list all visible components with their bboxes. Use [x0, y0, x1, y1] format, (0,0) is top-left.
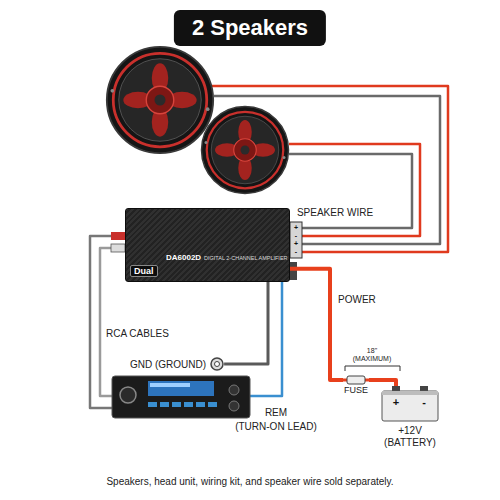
title-box: 2 Speakers: [174, 10, 326, 46]
speaker-wire: [289, 144, 420, 236]
terminal-sign: -: [295, 248, 297, 256]
wire-label: REM: [265, 407, 287, 419]
button: [229, 385, 239, 395]
head-unit-body: [112, 376, 250, 418]
button: [208, 402, 217, 407]
battery-body: [382, 391, 438, 421]
dimension-bracket: [345, 366, 400, 371]
rca-cable: [100, 248, 112, 396]
ground-hole: [215, 362, 220, 367]
button: [196, 402, 205, 407]
display-segment: [150, 383, 190, 387]
speaker: [107, 47, 213, 153]
rca-plug: [111, 244, 125, 252]
display: [148, 381, 214, 396]
rca-plug: [111, 232, 125, 240]
ground-ring: [211, 358, 223, 370]
button: [160, 402, 169, 407]
battery-label: +12V (BATTERY): [384, 425, 436, 448]
fuse-symbol: [343, 375, 369, 385]
wire-label: RCA CABLES: [106, 328, 169, 340]
wire-label: SPEAKER WIRE: [297, 207, 373, 219]
brand-badge: Dual: [130, 265, 158, 277]
speaker: [202, 107, 289, 194]
product-description: DIGITAL 2-CHANNEL AMPLIFIER: [204, 255, 288, 261]
rca-cables: [90, 236, 112, 408]
volume-knob: [120, 387, 136, 403]
power-wire: [290, 269, 343, 380]
dimension-label: 18" (MAXIMUM): [352, 347, 393, 363]
wire-label: POWER: [338, 294, 376, 306]
fuse-body: [347, 376, 365, 384]
caption: Speakers, head unit, wiring kit, and spe…: [0, 476, 500, 487]
fuse-label: FUSE: [344, 385, 368, 395]
ground-wire: [224, 282, 268, 364]
terminal-sign: -: [295, 232, 297, 240]
ground-terminal: GND (GROUND): [130, 357, 224, 371]
ground-ring: [210, 357, 224, 371]
battery: + - +12V (BATTERY): [378, 386, 442, 448]
button: [229, 401, 239, 411]
head-unit: [112, 376, 250, 418]
ground-label: GND (GROUND): [130, 359, 206, 370]
model-number: DA6002D: [166, 253, 201, 262]
power-wire: [369, 380, 396, 386]
power-terminal: [289, 262, 297, 280]
terminal-sign: -: [418, 396, 430, 408]
terminal-block: [290, 222, 302, 258]
terminal-sign: +: [390, 396, 402, 408]
rca-cable: [90, 236, 112, 408]
button: [172, 402, 181, 407]
fuse: FUSE: [343, 375, 369, 395]
battery-lid: [382, 391, 438, 395]
button: [148, 402, 157, 407]
amplifier: DA6002DDIGITAL 2-CHANNEL AMPLIFIER Dual: [125, 208, 290, 282]
terminal-sign: +: [294, 240, 298, 248]
terminal-sign: +: [294, 224, 298, 232]
rem-wire: [250, 282, 282, 396]
battery-symbol: [378, 386, 442, 422]
speaker-wire: [289, 154, 412, 228]
button: [184, 402, 193, 407]
wire-label: (TURN-ON LEAD): [235, 421, 317, 433]
